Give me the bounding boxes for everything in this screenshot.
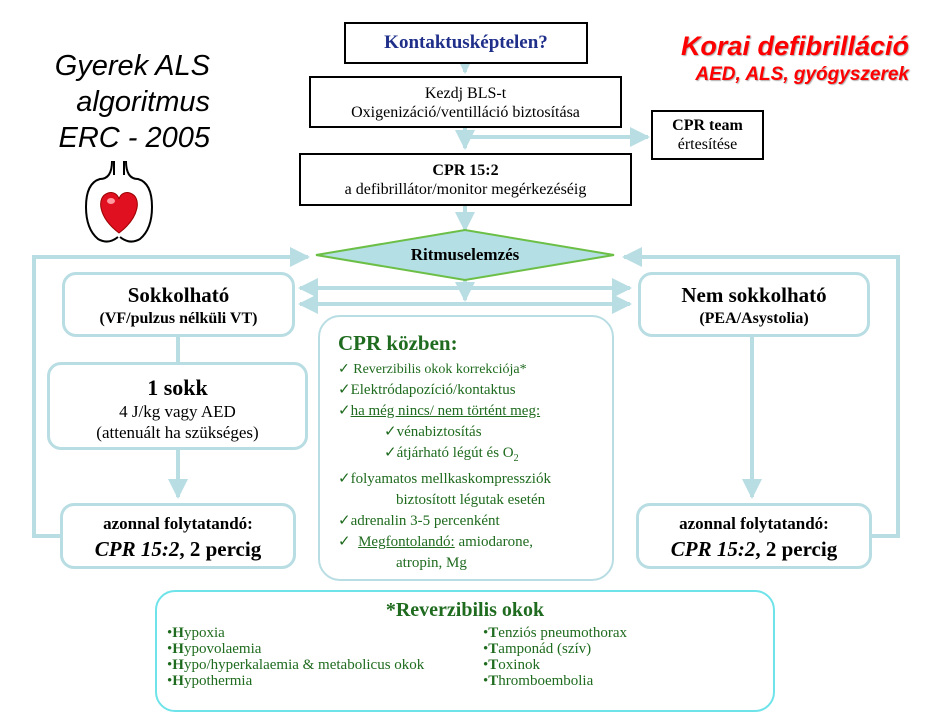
t-cause-text: hromboembolia <box>498 673 594 689</box>
cpr-line-2: a defibrillátor/monitor megérkezéséig <box>344 181 587 198</box>
title-right-line-1: Korai defibrilláció <box>680 31 909 61</box>
check-icon: ✓ <box>338 513 351 529</box>
h-cause-item: •Hypo/hyperkalaemia & metabolicus okok <box>167 657 424 673</box>
unresponsive-box: Kontaktusképtelen? <box>344 22 588 64</box>
cpr-line-1: CPR 15:2 <box>432 162 499 179</box>
t-cause-item: •Tenziós pneumothorax <box>483 625 627 641</box>
t-cause-item: •Thromboembolia <box>483 673 627 689</box>
h-cause-text: ypothermia <box>183 673 253 689</box>
t-cause-initial: T <box>488 641 499 657</box>
heart-lungs-icon <box>84 160 154 243</box>
continue-right-line-1: azonnal folytatandó: <box>679 514 829 533</box>
cpr-until-defib-box: CPR 15:2 a defibrillátor/monitor megérke… <box>299 153 632 206</box>
during-cpr-item-2: Elektródapozíció/kontaktus <box>350 382 516 398</box>
h-cause-text: ypovolaemia <box>183 641 262 657</box>
rhythm-diamond <box>315 228 615 282</box>
h-cause-item: •Hypoxia <box>167 625 424 641</box>
reversible-causes-box: *Reverzibilis okok •Hypoxia •Hypovolaemi… <box>155 590 775 712</box>
shockable-sub: (VF/pulzus nélküli VT) <box>99 310 258 327</box>
during-cpr-item-6b: atropin, Mg <box>396 555 467 571</box>
one-shock-box: 1 sokk 4 J/kg vagy AED (attenuált ha szü… <box>47 362 308 450</box>
continue-left-line-1: azonnal folytatandó: <box>103 514 253 533</box>
during-cpr-item-1: Reverzibilis okok korrekciója* <box>353 362 527 377</box>
bullet-icon: • <box>167 673 173 689</box>
h-causes-list: •Hypoxia •Hypovolaemia •Hypo/hyperkalaem… <box>167 625 424 689</box>
h-cause-initial: H <box>172 641 184 657</box>
check-icon: ✓ <box>384 424 397 440</box>
continue-right-duration: , 2 percig <box>755 537 838 561</box>
t-cause-initial: T <box>488 625 499 641</box>
nonshockable-title: Nem sokkolható <box>681 283 827 307</box>
early-defibrillation-title: Korai defibrilláció AED, ALS, gyógyszere… <box>681 30 909 88</box>
during-cpr-item-6-label: Megfontolandó: <box>358 534 455 550</box>
title-line-2: algoritmus <box>76 86 210 118</box>
t-causes-list: •Tenziós pneumothorax •Tamponád (szív) •… <box>483 625 627 689</box>
continue-cpr-left-box: azonnal folytatandó: CPR 15:2, 2 percig <box>60 503 296 569</box>
bullet-icon: • <box>483 641 489 657</box>
team-line-2: értesítése <box>677 136 738 153</box>
continue-left-cpr: CPR 15:2 <box>94 537 180 561</box>
check-icon: ✓ <box>338 534 351 550</box>
t-cause-item: •Tamponád (szív) <box>483 641 627 657</box>
h-cause-item: •Hypothermia <box>167 673 424 689</box>
shockable-box: Sokkolható (VF/pulzus nélküli VT) <box>62 272 295 337</box>
check-icon: ✓ <box>338 471 351 487</box>
t-cause-text: oxinok <box>498 657 540 673</box>
bullet-icon: • <box>483 673 489 689</box>
h-cause-text: ypoxia <box>183 625 225 641</box>
team-line-1: CPR team <box>672 117 743 134</box>
shockable-title: Sokkolható <box>127 283 230 307</box>
during-cpr-item-5: adrenalin 3-5 percenként <box>350 513 500 529</box>
nonshockable-box: Nem sokkolható (PEA/Asystolia) <box>638 272 870 337</box>
check-icon: ✓ <box>384 445 397 461</box>
during-cpr-title: CPR közben: <box>338 331 458 355</box>
check-icon: ✓ <box>338 362 350 377</box>
nonshockable-sub: (PEA/Asystolia) <box>699 310 809 327</box>
h-cause-initial: H <box>172 673 184 689</box>
bullet-icon: • <box>167 625 173 641</box>
rhythm-analysis-label: Ritmuselemzés <box>410 245 520 264</box>
t-cause-initial: T <box>488 673 499 689</box>
continue-left-duration: , 2 percig <box>179 537 262 561</box>
t-cause-initial: T <box>488 657 499 673</box>
start-bls-box: Kezdj BLS-t Oxigenizáció/ventilláció biz… <box>309 76 622 128</box>
title-right-line-2: AED, ALS, gyógyszerek <box>695 64 909 85</box>
algorithm-title: Gyerek ALS algoritmus ERC - 2005 <box>20 48 210 156</box>
bullet-icon: • <box>167 657 173 673</box>
shock-title: 1 sokk <box>147 375 208 400</box>
t-cause-text: enziós pneumothorax <box>498 625 627 641</box>
during-cpr-item-3: ha még nincs/ nem történt meg: <box>350 403 541 419</box>
shock-line-2: (attenuált ha szükséges) <box>96 423 259 442</box>
h-cause-text: ypo/hyperkalaemia & metabolicus okok <box>183 657 425 673</box>
title-line-3: ERC - 2005 <box>58 122 210 154</box>
bullet-icon: • <box>483 657 489 673</box>
title-line-1: Gyerek ALS <box>54 50 210 82</box>
t-cause-item: •Toxinok <box>483 657 627 673</box>
during-cpr-item-6-rest: amiodarone, <box>454 534 534 550</box>
h-cause-initial: H <box>172 625 184 641</box>
during-cpr-box: CPR közben: ✓ Reverzibilis okok korrekci… <box>318 315 614 581</box>
h-cause-initial: H <box>172 657 184 673</box>
reversible-causes-title: *Reverzibilis okok <box>385 599 545 621</box>
shock-line-1: 4 J/kg vagy AED <box>119 402 236 421</box>
continue-right-cpr: CPR 15:2 <box>670 537 756 561</box>
check-icon: ✓ <box>338 382 351 398</box>
h-cause-item: •Hypovolaemia <box>167 641 424 657</box>
bls-line-1: Kezdj BLS-t <box>424 85 507 102</box>
during-cpr-item-3b: átjárható légút és O <box>396 445 514 461</box>
bullet-icon: • <box>167 641 173 657</box>
cpr-team-box: CPR team értesítése <box>651 110 764 160</box>
continue-cpr-right-box: azonnal folytatandó: CPR 15:2, 2 percig <box>636 503 872 569</box>
during-cpr-item-3a: vénabiztosítás <box>396 424 482 440</box>
check-icon: ✓ <box>338 403 351 419</box>
during-cpr-item-4b: biztosított légutak esetén <box>396 492 546 508</box>
bullet-icon: • <box>483 625 489 641</box>
t-cause-text: amponád (szív) <box>498 641 592 657</box>
during-cpr-item-3b-sub: 2 <box>513 453 519 464</box>
during-cpr-item-4a: folyamatos mellkaskompressziók <box>350 471 551 487</box>
bls-line-2: Oxigenizáció/ventilláció biztosítása <box>351 104 580 121</box>
